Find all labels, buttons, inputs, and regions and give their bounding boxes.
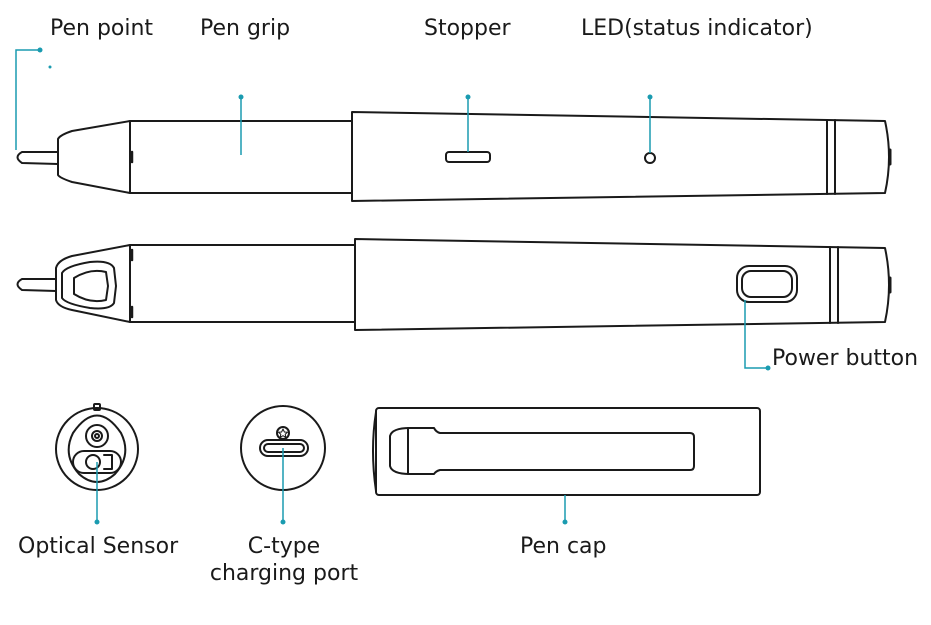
label-ctype-line2: charging port [209, 561, 359, 586]
power-button-shape [736, 265, 798, 303]
pen-top-view [16, 111, 892, 202]
leader-pen-point [15, 49, 40, 150]
label-ctype-line1: C-type [247, 534, 321, 559]
label-optical-sensor: Optical Sensor [18, 534, 179, 559]
led-indicator [644, 152, 656, 164]
label-led: LED(status indicator) [581, 16, 813, 41]
leader-power-button [744, 300, 768, 369]
pen-grip-body-2 [129, 244, 356, 323]
label-pen-cap: Pen cap [520, 534, 607, 559]
label-pen-point: Pen point [50, 16, 154, 41]
label-stopper: Stopper [424, 16, 511, 41]
label-pen-grip: Pen grip [200, 16, 291, 41]
label-power-button: Power button [772, 346, 919, 371]
pen-point-tip [16, 151, 59, 165]
pen-barrel [351, 111, 890, 202]
pen-cap-view [372, 407, 761, 496]
pen-bottom-view [16, 238, 892, 331]
pen-point-tip-2 [16, 278, 57, 292]
pen-nose-cone-2 [55, 244, 131, 323]
pen-nose-cone [57, 120, 131, 194]
pen-barrel-2 [354, 238, 890, 331]
stopper-slot [445, 151, 491, 163]
